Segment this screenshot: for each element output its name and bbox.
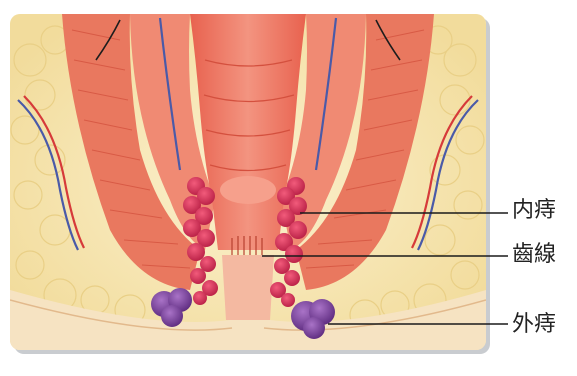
anal-column [220,176,276,204]
anal-verge [222,255,274,320]
external-hemorrhoid-label: 外痔 [512,314,556,336]
internal-hemorrhoid-label: 内痔 [512,200,556,222]
dentate-line-label: 齒線 [512,244,556,266]
